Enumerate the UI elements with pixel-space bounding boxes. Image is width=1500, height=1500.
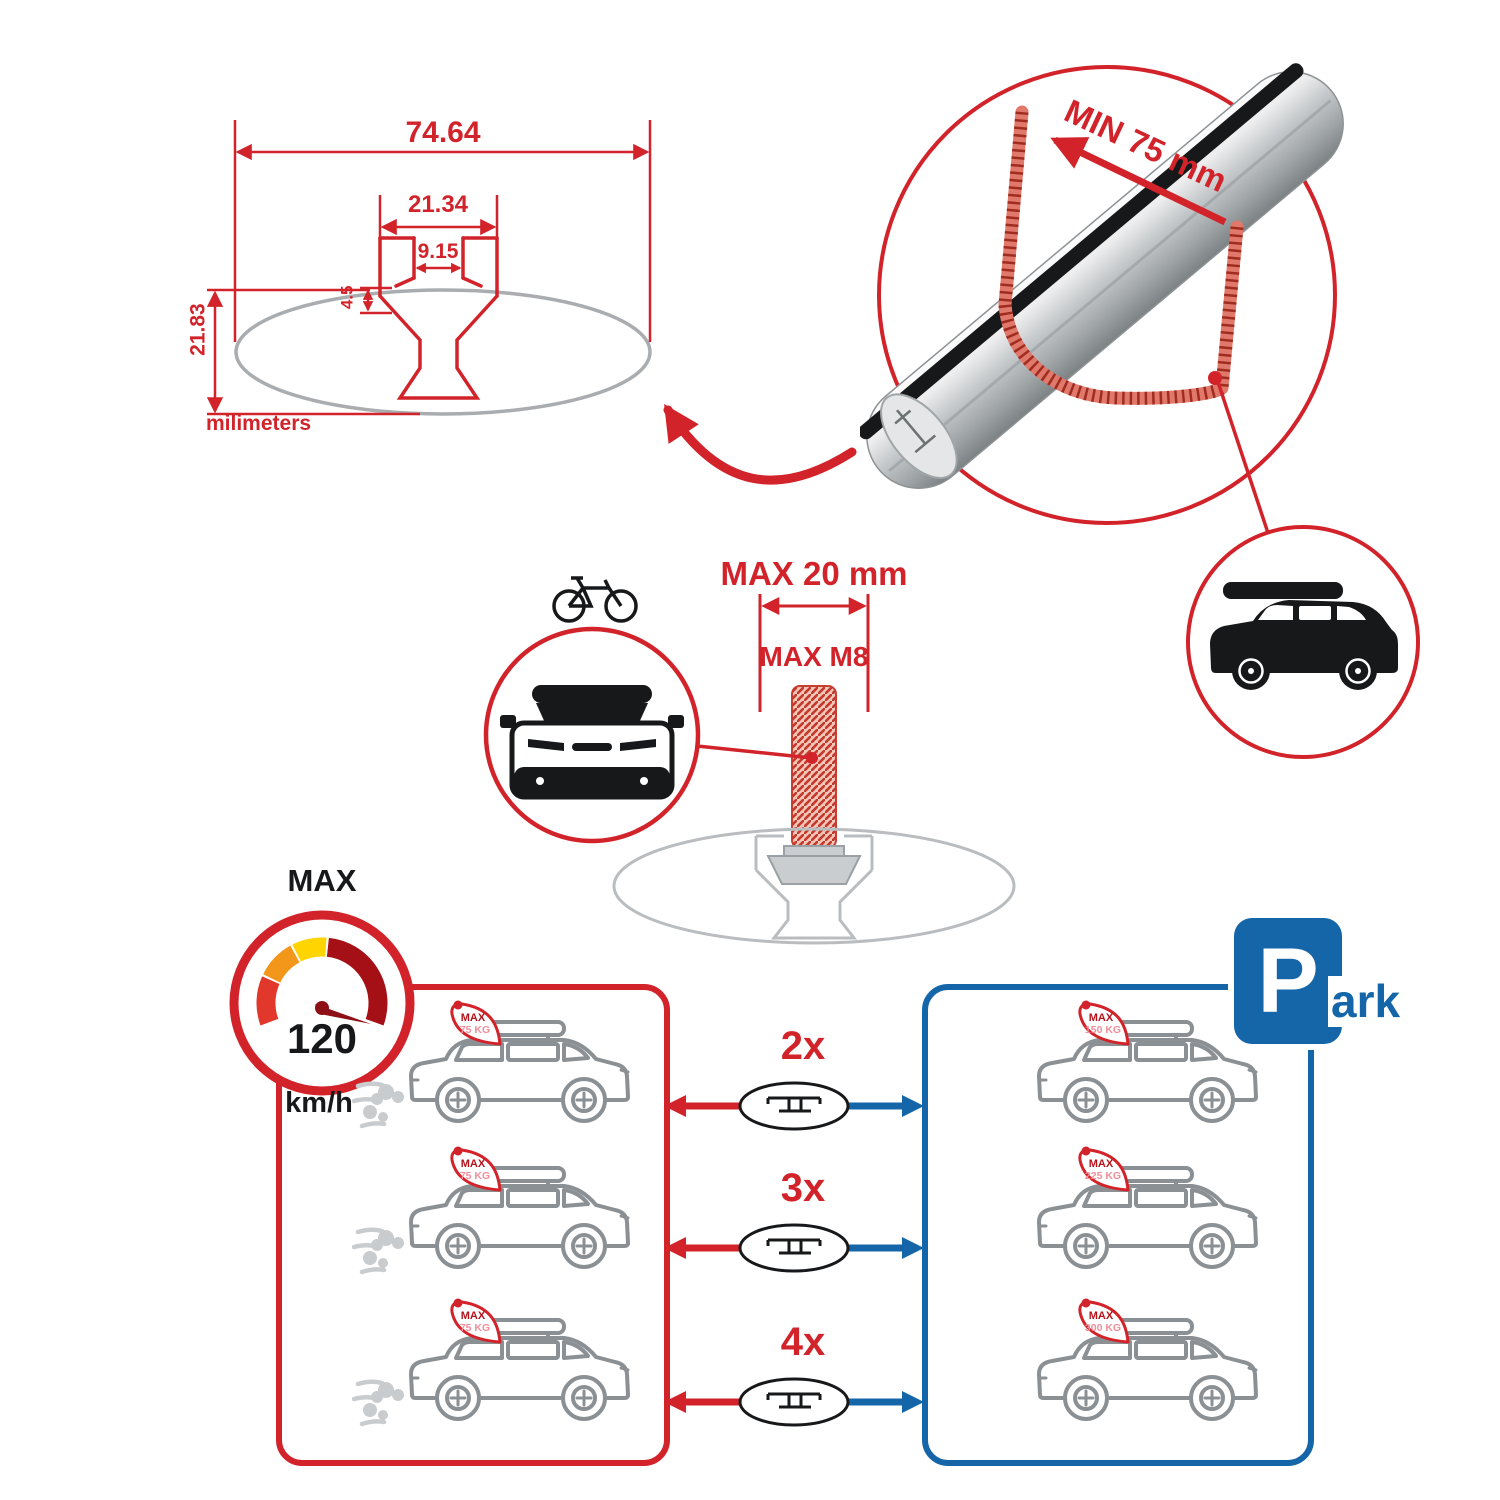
- flag-load-value: 300 KG: [1085, 1322, 1121, 1334]
- callout-dot: [1208, 371, 1222, 385]
- dimension-slot-width: 9.15: [417, 240, 459, 263]
- flag-max-label: MAX: [461, 1310, 486, 1322]
- callout-line: [1216, 381, 1270, 534]
- left-arrowhead: [664, 1237, 686, 1259]
- gauge-arc: [256, 937, 388, 1026]
- park-sign-square: P: [1234, 918, 1342, 1044]
- bolt-max-thread-label: MAX M8: [759, 641, 869, 672]
- t-slot-channel: [378, 236, 499, 400]
- parked-car-3: MAX 300 KG: [1037, 1298, 1258, 1421]
- bolt-callout-dot: [806, 752, 818, 764]
- dimension-total-height: 21.83: [186, 303, 210, 356]
- crossbar-section-oval: [738, 1377, 850, 1427]
- t-bolt-head: [766, 855, 862, 885]
- flag-load-value: 75 KG: [460, 1024, 490, 1036]
- right-arrowhead: [902, 1391, 924, 1413]
- aluminium-crossbar: [860, 63, 1344, 489]
- rubber-strip: [860, 63, 1304, 440]
- crossbar-section-icon: [766, 1392, 822, 1409]
- bar-count-2: 3x: [780, 1166, 826, 1210]
- car-front-view: [500, 685, 684, 800]
- roof-box: [1223, 582, 1343, 599]
- dimension-lines: [206, 120, 652, 416]
- crossbar-section-oval: [738, 1081, 850, 1131]
- flag-load-value: 75 KG: [460, 1170, 490, 1182]
- gauge-needle: [315, 1004, 371, 1024]
- speed-value: 120: [286, 1015, 358, 1062]
- suv-illustration: [409, 1020, 630, 1123]
- motion-smoke: [354, 1084, 404, 1126]
- dimension-channel-width: 21.34: [407, 191, 469, 218]
- t-bolt: [766, 685, 862, 885]
- suv-illustration: [1037, 1166, 1258, 1269]
- parked-car-1: MAX 150 KG: [1037, 1000, 1258, 1123]
- bolt-callout-line: [696, 744, 813, 760]
- bar-count-arrow-1: [664, 1081, 924, 1131]
- flag-max-label: MAX: [461, 1012, 486, 1024]
- park-sign-letter: P: [1257, 929, 1319, 1032]
- pointer-arrow-to-profile: [663, 403, 857, 485]
- driving-car-3: MAX 75 KG: [352, 1298, 630, 1438]
- dimension-lip-depth: 4.5: [337, 285, 357, 310]
- flag-max-label: MAX: [1089, 1158, 1114, 1170]
- speed-units: km/h: [285, 1087, 353, 1119]
- dimension-units-label: milimeters: [206, 412, 312, 435]
- flag-load-value: 225 KG: [1085, 1170, 1121, 1182]
- suv-illustration: [1037, 1020, 1258, 1123]
- bar-count-arrow-3: [664, 1377, 924, 1427]
- min-span-arrow: [1050, 136, 1227, 226]
- bar-count-arrow-2: [664, 1223, 924, 1273]
- clamp-strap: [998, 105, 1244, 405]
- bicycle-icon: [552, 576, 638, 623]
- park-sign: P ark: [1234, 918, 1414, 1058]
- flag-load-value: 150 KG: [1085, 1024, 1121, 1036]
- bolt-max-depth-label: MAX 20 mm: [720, 555, 908, 592]
- speed-max-label: MAX: [287, 863, 357, 898]
- driving-car-1: MAX 75 KG: [352, 1000, 630, 1140]
- parked-car-2: MAX 225 KG: [1037, 1146, 1258, 1269]
- right-arrowhead: [902, 1095, 924, 1117]
- motion-smoke: [354, 1230, 404, 1272]
- flag-load-value: 75 KG: [460, 1322, 490, 1334]
- flag-max-label: MAX: [461, 1158, 486, 1170]
- bar-oval-outline: [234, 288, 652, 416]
- dimension-total-width: 74.64: [405, 116, 481, 149]
- park-sign-suffix: ark: [1328, 976, 1404, 1027]
- crossbar-section-oval: [738, 1223, 850, 1273]
- bar-count-1: 2x: [780, 1024, 826, 1068]
- suv-with-roof-box: [1210, 582, 1398, 690]
- driving-car-2: MAX 75 KG: [352, 1146, 630, 1286]
- suv-illustration: [1037, 1318, 1258, 1421]
- profile-ghost: [612, 827, 1016, 945]
- motion-smoke: [354, 1382, 404, 1424]
- crossbar-detail-view: [860, 63, 1420, 759]
- suv-illustration: [409, 1166, 630, 1269]
- left-arrowhead: [664, 1095, 686, 1117]
- flag-max-label: MAX: [1089, 1310, 1114, 1322]
- suv-illustration: [409, 1318, 630, 1421]
- profile-dimension-diagram: [206, 120, 857, 485]
- bolt-dimension-lines: [758, 594, 870, 712]
- bar-count-3: 4x: [780, 1320, 826, 1364]
- speed-limit-gauge: [229, 910, 415, 1096]
- bolt-diagram: [483, 576, 1016, 945]
- right-arrowhead: [902, 1237, 924, 1259]
- crossbar-section-icon: [766, 1096, 822, 1113]
- flag-max-label: MAX: [1089, 1012, 1114, 1024]
- wheels: [1232, 652, 1377, 690]
- left-arrowhead: [664, 1391, 686, 1413]
- crossbar-section-icon: [766, 1238, 822, 1255]
